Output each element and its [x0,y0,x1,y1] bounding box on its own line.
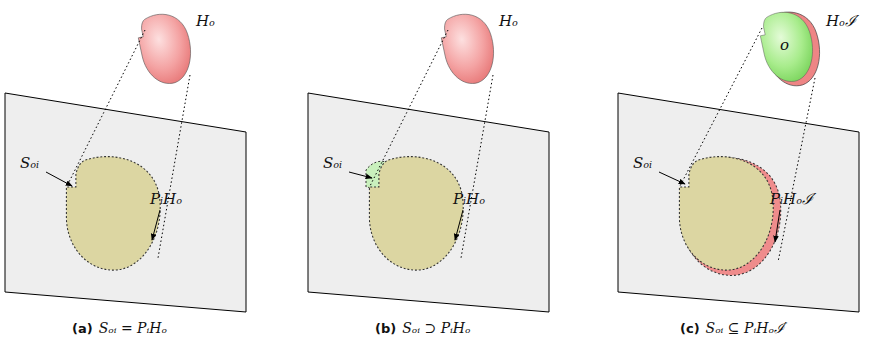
leader-arrow [46,172,72,186]
projection-line [461,75,493,258]
leader-arrow [775,210,780,242]
panel-b [308,9,549,312]
segment-label: Sₒᵢ [20,156,39,171]
panel-a [5,9,246,312]
object-shape [134,9,197,88]
projection-line [67,30,145,186]
projection-line [370,30,448,186]
segment-label: Sₒᵢ [323,156,342,171]
projection-label: PᵢHₒℐ′ [770,192,816,207]
caption-tag: (a) [72,322,93,335]
object-label: Hₒℐ′ [826,14,859,29]
image-plane [5,93,246,312]
panel-c [618,7,859,312]
projection-line [158,75,190,258]
caption-text: Sₒᵢ ⊆ PᵢHₒℐ′ [706,321,787,335]
object-label: o [780,38,789,53]
projection-line [778,78,815,262]
caption-text: Sₒᵢ ⊃ PᵢHₒ [402,321,470,335]
caption-tag: (b) [375,322,396,335]
image-plane [308,93,549,312]
object-label: Hₒ [499,14,518,29]
object-shape [756,7,819,86]
leader-arrow [659,172,685,184]
projection [66,157,160,271]
projection-label: PᵢHₒ [453,192,485,207]
image-plane [618,93,859,312]
segment-region [679,157,773,271]
leader-arrow [349,172,372,178]
caption-text: Sₒᵢ = PᵢHₒ [99,321,167,335]
segment-label: Sₒᵢ [633,156,652,171]
caption-tag: (c) [680,322,700,335]
leader-arrow [455,210,463,240]
object-label: Hₒ [196,14,215,29]
projection [369,157,463,271]
object-shape [437,9,500,88]
projection-line [680,28,762,186]
leader-arrow [152,210,160,240]
projection-label: PᵢHₒ [150,192,182,207]
